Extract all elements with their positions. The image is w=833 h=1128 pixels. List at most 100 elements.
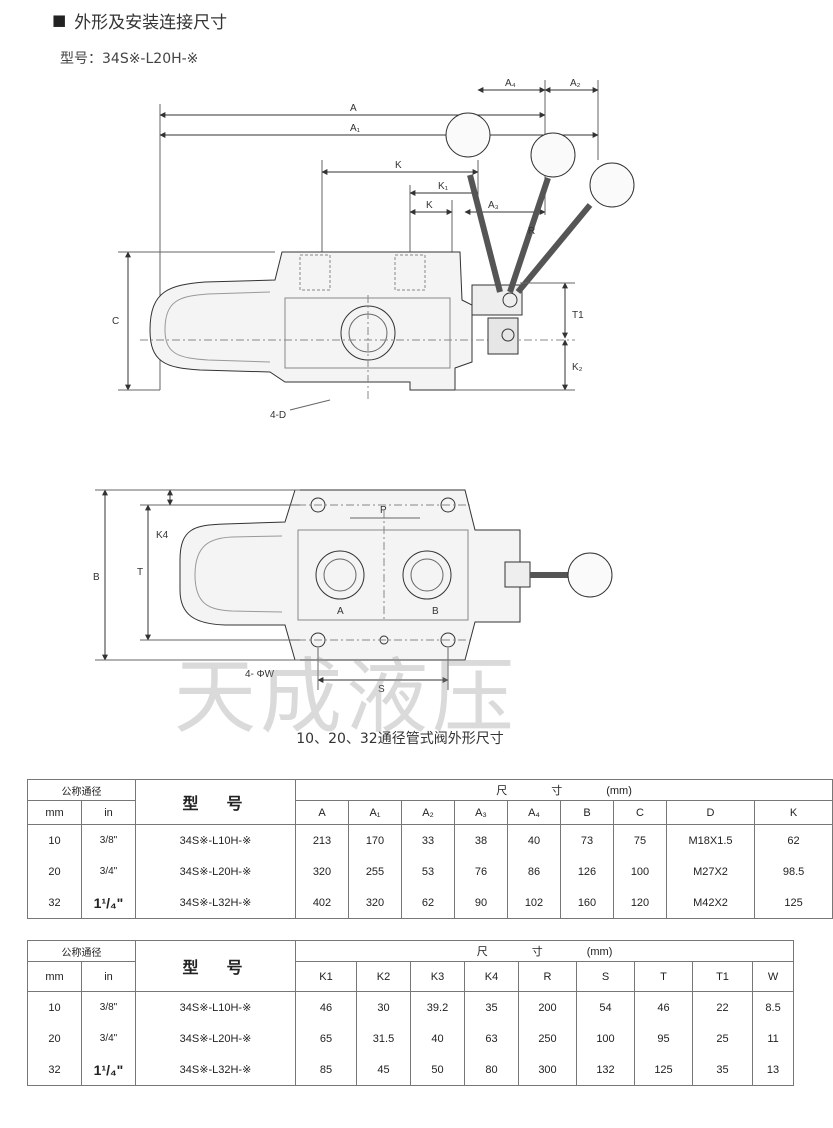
dimension-table-1: 公称通径 型 号 尺 寸 (mm) mm in A A₁ A₂ A₃ A₄ B … xyxy=(27,779,833,919)
unit-in: in xyxy=(81,800,136,825)
dim-label-R: R xyxy=(528,226,535,237)
cell-value: 255 xyxy=(348,856,402,887)
cell-value: 80 xyxy=(464,1054,519,1086)
cell-model: 34S※-L10H-※ xyxy=(135,824,296,856)
cell-value: 8.5 xyxy=(751,991,795,1023)
cell-value: 35 xyxy=(464,991,519,1023)
cell-model: 34S※-L10H-※ xyxy=(135,991,296,1023)
cell-value: M42X2 xyxy=(666,887,755,919)
dim-label-K2: K₂ xyxy=(572,362,583,373)
table-row: 10 3/8" 34S※-L10H-※ 213 170 33 38 40 73 … xyxy=(27,824,833,856)
cell-value: 62 xyxy=(401,887,455,919)
col-header: W xyxy=(751,961,795,992)
cell-value: 132 xyxy=(576,1054,635,1086)
cell-in: 1¹/₄" xyxy=(81,887,136,919)
table-row: 32 1¹/₄" 34S※-L32H-※ 402 320 62 90 102 1… xyxy=(27,887,833,919)
col-header: T xyxy=(634,961,693,992)
cell-value: 100 xyxy=(613,856,667,887)
cell-value: 13 xyxy=(751,1054,795,1086)
cell-value: 54 xyxy=(576,991,635,1023)
model-header: 型 号 xyxy=(135,940,296,992)
cell-value: 75 xyxy=(613,824,667,856)
cell-value: 98.5 xyxy=(753,856,833,887)
cell-value: 125 xyxy=(634,1054,693,1086)
col-header: C xyxy=(613,800,667,825)
heading-square-icon: ■ xyxy=(52,11,67,29)
col-header: A₄ xyxy=(507,800,561,825)
port-label-A: A xyxy=(337,606,344,617)
cell-value: 45 xyxy=(356,1054,411,1086)
dim-label-K1: K₁ xyxy=(438,181,449,192)
cell-value: 38 xyxy=(454,824,508,856)
cell-value: 11 xyxy=(751,1023,795,1054)
cell-mm: 32 xyxy=(27,1054,82,1086)
cell-value: 213 xyxy=(295,824,349,856)
cell-value: 46 xyxy=(634,991,693,1023)
cell-value: 300 xyxy=(518,1054,577,1086)
cell-in: 3/8" xyxy=(81,991,136,1023)
dim-label-T1: T1 xyxy=(572,310,584,321)
size-header: 尺 寸 (mm) xyxy=(294,940,795,962)
dim-label-4D: 4-D xyxy=(270,410,286,421)
cell-value: 31.5 xyxy=(356,1023,411,1054)
drawing-caption: 10、20、32通径管式阀外形尺寸 xyxy=(296,731,504,747)
dimension-table-2: 公称通径 型 号 尺 寸 (mm) mm in K1 K2 K3 K4 R S … xyxy=(27,940,795,1086)
dim-label-A2: A₂ xyxy=(570,78,581,89)
unit-mm: mm xyxy=(27,800,82,825)
valve-outline-drawing: A A₁ K K₁ K A₄ A₂ A₃ R C T1 K₂ 4-D xyxy=(93,78,635,695)
col-header: A xyxy=(295,800,349,825)
cell-value: 35 xyxy=(692,1054,753,1086)
cell-value: 46 xyxy=(295,991,357,1023)
dim-label-S: S xyxy=(378,684,385,695)
cell-in: 3/8" xyxy=(81,824,136,856)
plan-view-labels: B T K4 P A B 4- ΦW S xyxy=(93,505,439,695)
col-header: K xyxy=(753,800,833,825)
dim-label-B: B xyxy=(93,572,100,583)
col-header: S xyxy=(576,961,635,992)
cell-value: 125 xyxy=(753,887,833,919)
cell-value: 160 xyxy=(560,887,614,919)
cell-value: 100 xyxy=(576,1023,635,1054)
plan-view xyxy=(95,489,613,690)
col-header: R xyxy=(518,961,577,992)
cell-value: 50 xyxy=(410,1054,465,1086)
nominal-size-header: 公称通径 xyxy=(27,940,136,962)
cell-mm: 20 xyxy=(27,856,82,887)
col-header: B xyxy=(560,800,614,825)
cell-value: 39.2 xyxy=(410,991,465,1023)
port-label-P: P xyxy=(380,505,387,516)
col-header: K2 xyxy=(356,961,411,992)
col-header: D xyxy=(666,800,755,825)
cell-mm: 10 xyxy=(27,991,82,1023)
cell-mm: 20 xyxy=(27,1023,82,1054)
cell-model: 34S※-L20H-※ xyxy=(135,856,296,887)
cell-value: 30 xyxy=(356,991,411,1023)
cell-value: 90 xyxy=(454,887,508,919)
table-row: 32 1¹/₄" 34S※-L32H-※ 85 45 50 80 300 132… xyxy=(27,1054,795,1086)
port-label-B: B xyxy=(432,606,439,617)
watermark: 天成液压 xyxy=(174,650,519,745)
cell-mm: 10 xyxy=(27,824,82,856)
side-view xyxy=(118,80,635,411)
unit-mm: mm xyxy=(27,961,82,992)
cell-model: 34S※-L32H-※ xyxy=(135,1054,296,1086)
model-header: 型 号 xyxy=(135,779,296,825)
side-view-labels: A A₁ K K₁ K A₄ A₂ A₃ R C T1 K₂ 4-D xyxy=(112,78,584,421)
cell-value: M18X1.5 xyxy=(666,824,755,856)
table-row: 10 3/8" 34S※-L10H-※ 46 30 39.2 35 200 54… xyxy=(27,991,795,1023)
dim-label-A1: A₁ xyxy=(350,123,361,134)
cell-value: 62 xyxy=(753,824,833,856)
dim-label-A: A xyxy=(350,103,357,114)
col-header: K4 xyxy=(464,961,519,992)
table-row: 20 3/4" 34S※-L20H-※ 65 31.5 40 63 250 10… xyxy=(27,1023,795,1054)
cell-value: 250 xyxy=(518,1023,577,1054)
cell-model: 34S※-L20H-※ xyxy=(135,1023,296,1054)
heading-text: 外形及安装连接尺寸 xyxy=(74,12,228,33)
col-header: A₃ xyxy=(454,800,508,825)
cell-value: 76 xyxy=(454,856,508,887)
dim-label-A-lever: A₃ xyxy=(488,200,499,211)
cell-value: 320 xyxy=(348,887,402,919)
cell-value: 73 xyxy=(560,824,614,856)
unit-in: in xyxy=(81,961,136,992)
col-header: T1 xyxy=(692,961,753,992)
